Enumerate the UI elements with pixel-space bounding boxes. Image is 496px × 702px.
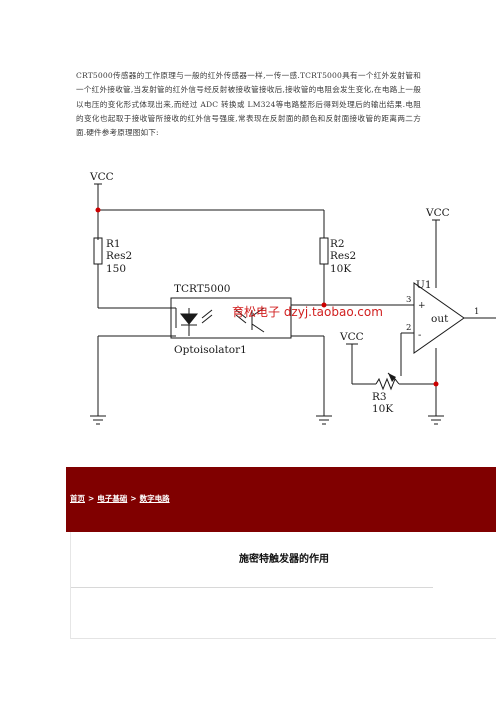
breadcrumb-category-link[interactable]: 电子基础 — [97, 494, 128, 503]
r1-value: 150 — [106, 263, 126, 275]
title-divider — [71, 587, 433, 588]
content-divider — [71, 638, 496, 639]
chip-name: TCRT5000 — [174, 283, 230, 295]
u1-out: out — [431, 313, 449, 325]
minus-sign: - — [418, 330, 421, 341]
u1-name: U1 — [416, 279, 432, 291]
article-title: 施密特触发器的作用 — [239, 554, 329, 565]
circuit-schematic: VCC R1 Res2 150 R2 Res2 10K TCRT5000 Opt… — [89, 171, 496, 425]
article-content-area: 施密特触发器的作用 — [70, 532, 496, 639]
watermark-text: 育松电子 dzyj.taobao.com — [232, 304, 383, 319]
vcc-left-label: VCC — [89, 171, 114, 183]
pin3-label: 3 — [406, 295, 411, 305]
breadcrumb-home-link[interactable]: 首页 — [70, 494, 85, 503]
intro-paragraph: CRT5000传感器的工作原理与一般的红外传感器一样,一传一感.TCRT5000… — [76, 71, 421, 138]
pin2-label: 2 — [406, 323, 411, 333]
r1-type: Res2 — [106, 250, 132, 262]
r1-name: R1 — [106, 238, 121, 250]
vcc-mid-label: VCC — [339, 331, 364, 343]
site-banner — [66, 467, 496, 532]
r2-name: R2 — [330, 238, 345, 250]
breadcrumb-separator: > — [88, 494, 95, 503]
plus-sign: + — [418, 301, 426, 311]
r3-name: R3 — [372, 391, 387, 403]
breadcrumb: 首页>电子基础>数字电路 — [70, 493, 170, 504]
breadcrumb-separator: > — [130, 494, 137, 503]
r2-type: Res2 — [330, 250, 356, 262]
chip-label: Optoisolator1 — [174, 344, 247, 356]
r2-value: 10K — [330, 263, 351, 275]
r3-value: 10K — [372, 403, 393, 415]
pin1-label: 1 — [474, 307, 479, 317]
breadcrumb-subcategory-link[interactable]: 数字电路 — [139, 494, 170, 503]
vcc-right-label: VCC — [425, 207, 450, 219]
